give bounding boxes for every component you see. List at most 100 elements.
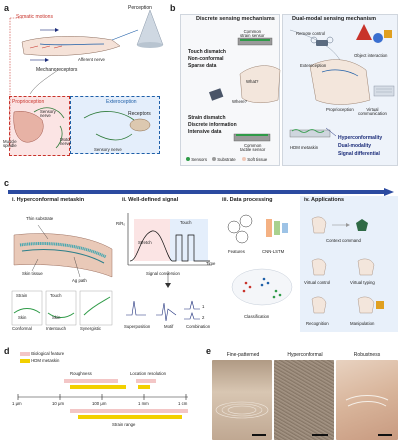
virtual-control-label: Virtual control bbox=[304, 280, 331, 285]
virtual-typing-label: Virtual typing bbox=[350, 280, 375, 285]
neural-net-icon bbox=[266, 219, 288, 237]
somatic-motions-label: Somatic motions bbox=[16, 14, 53, 20]
photo-robustness bbox=[336, 360, 398, 440]
metaskin-drawing bbox=[11, 224, 113, 326]
roughness-label: Roughness bbox=[70, 371, 92, 376]
discrete-information: Discrete information bbox=[188, 122, 237, 128]
time-label: Time bbox=[206, 261, 216, 266]
keyboard-icon bbox=[373, 85, 395, 97]
scale-bar-3 bbox=[378, 434, 392, 436]
afferent-nerve-label: Afferent nerve bbox=[78, 57, 105, 62]
combination-1-label: 1 bbox=[202, 304, 205, 309]
signal-drawing bbox=[126, 213, 212, 322]
sensory-nerve-label: Sensory nerve bbox=[40, 109, 56, 119]
where-label: Where? bbox=[232, 99, 248, 104]
scale-bar-2 bbox=[312, 434, 328, 436]
legend-soft-tissue: Soft tissue bbox=[242, 157, 267, 162]
exteroception-label: Exteroception bbox=[106, 99, 137, 105]
scale-chart bbox=[17, 379, 188, 419]
tick-10um: 10 μm bbox=[52, 401, 65, 406]
tick-1um: 1 μm bbox=[12, 401, 22, 406]
fine-pattern-lines bbox=[215, 401, 269, 419]
what-label: What? bbox=[246, 79, 259, 84]
legend-sensors: Sensors bbox=[186, 157, 207, 162]
benefit-signal-differential: Signal differential bbox=[338, 151, 380, 157]
object-interaction-label: Object interaction bbox=[354, 53, 388, 58]
touch-dismatch: Touch dismatch bbox=[188, 49, 226, 55]
chip-icon bbox=[208, 88, 224, 101]
step-3-title: iii. Data processing bbox=[222, 197, 273, 203]
process-arrow bbox=[8, 188, 394, 196]
touch-signal-label: Touch bbox=[180, 220, 192, 225]
touch-label: Touch bbox=[50, 293, 62, 298]
caption-robustness: Robustness bbox=[353, 352, 381, 358]
remote-control-label: Remote control bbox=[296, 31, 326, 36]
motif-label: Motif bbox=[164, 324, 174, 329]
intentouch-label: Intentouch bbox=[46, 326, 67, 331]
legend-biological: Biological feature bbox=[20, 351, 65, 357]
strain-range-label: Strain range bbox=[112, 422, 136, 427]
classification-label: Classification bbox=[244, 314, 270, 319]
step-2-title: ii. Well-defined signal bbox=[122, 197, 179, 203]
manipulation-label: Manipulation bbox=[350, 321, 375, 326]
applications-drawing bbox=[311, 216, 384, 314]
common-strain-sensor-label: Common strain sensor bbox=[240, 29, 265, 39]
common-tactile-sensor-label: Common tactile sensor bbox=[240, 143, 266, 153]
sparse-data: Sparse data bbox=[188, 63, 217, 69]
dual-title: Dual-modal sensing mechanism bbox=[292, 16, 377, 22]
step-4-title: iv. Applications bbox=[304, 197, 345, 203]
legend-biological-swatch bbox=[20, 352, 30, 356]
cnn-lstm-label: CNN-LSTM bbox=[262, 249, 285, 254]
drone-icon bbox=[310, 36, 334, 46]
b-proprioception-label: Proprioception bbox=[326, 107, 354, 112]
tick-1mm: 1 mm bbox=[138, 401, 149, 406]
arm-icon bbox=[21, 36, 121, 56]
panel-c-letter: c bbox=[4, 178, 10, 188]
muscle-spindle bbox=[13, 111, 44, 143]
tick-100um: 100 μm bbox=[92, 401, 107, 406]
legend-substrate-label: Substrate bbox=[217, 157, 236, 162]
ag-path-label: Ag path bbox=[72, 278, 87, 283]
signal-conversion-label: Signal conversion bbox=[146, 271, 180, 276]
step-1-title: i. Hyperconformal metaskin bbox=[12, 197, 85, 203]
legend-sensors-label: Sensors bbox=[191, 157, 207, 162]
panel-a-letter: a bbox=[4, 3, 10, 13]
panel-e-letter: e bbox=[206, 346, 212, 356]
photo-hyperconformal bbox=[274, 360, 334, 440]
photo-fine-patterned bbox=[212, 360, 272, 440]
perception-label: Perception bbox=[128, 5, 152, 11]
skin-tissue-label: Skin tissue bbox=[22, 271, 43, 276]
non-conformal: Non-conformal bbox=[188, 56, 224, 62]
conformal-label: Conformal bbox=[12, 326, 32, 331]
discrete-title: Discrete sensing mechanisms bbox=[196, 16, 275, 22]
panel-a-drawing bbox=[9, 9, 164, 150]
caption-hyperconformal: Hyperconformal bbox=[287, 352, 323, 358]
legend-hdm-swatch bbox=[20, 359, 30, 363]
legend-biological-label: Biological feature bbox=[31, 351, 65, 357]
scale-bar-1 bbox=[252, 434, 266, 436]
stretch-label: Stretch bbox=[138, 240, 152, 245]
y-axis-label: R/R₀ bbox=[116, 221, 126, 226]
benefit-hyperconformality: Hyperconformality bbox=[338, 135, 383, 141]
recognition-label: Recognition bbox=[306, 321, 329, 326]
legend-substrate-swatch bbox=[212, 157, 216, 161]
data-processing-drawing bbox=[227, 214, 293, 306]
benefit-dual-modality: Dual-modality bbox=[338, 143, 372, 149]
robustness-pattern bbox=[345, 395, 389, 407]
legend-hdm: HDM metaskin bbox=[20, 358, 60, 364]
superposition-label: Superposition bbox=[124, 324, 151, 329]
receptors-label: Receptors bbox=[128, 111, 151, 117]
features-label: Features bbox=[228, 249, 245, 254]
thin-substrate-label: Thin substrate bbox=[26, 216, 54, 221]
combination-2-label: 2 bbox=[202, 315, 205, 320]
location-resolution-label: Location resolution bbox=[130, 371, 167, 376]
hdm-metaskin-label: HDM metaskin bbox=[290, 145, 319, 150]
intensive-data: Intensive data bbox=[188, 129, 222, 135]
skin-a-label: Skin bbox=[18, 315, 27, 320]
legend-substrate: Substrate bbox=[212, 157, 236, 162]
context-command-label: Context command bbox=[326, 238, 361, 243]
legend-hdm-label: HDM metaskin bbox=[31, 358, 60, 364]
proprioception-label: Proprioception bbox=[12, 99, 45, 105]
sensory-nerve-2-label: Sensory nerve bbox=[94, 147, 122, 152]
